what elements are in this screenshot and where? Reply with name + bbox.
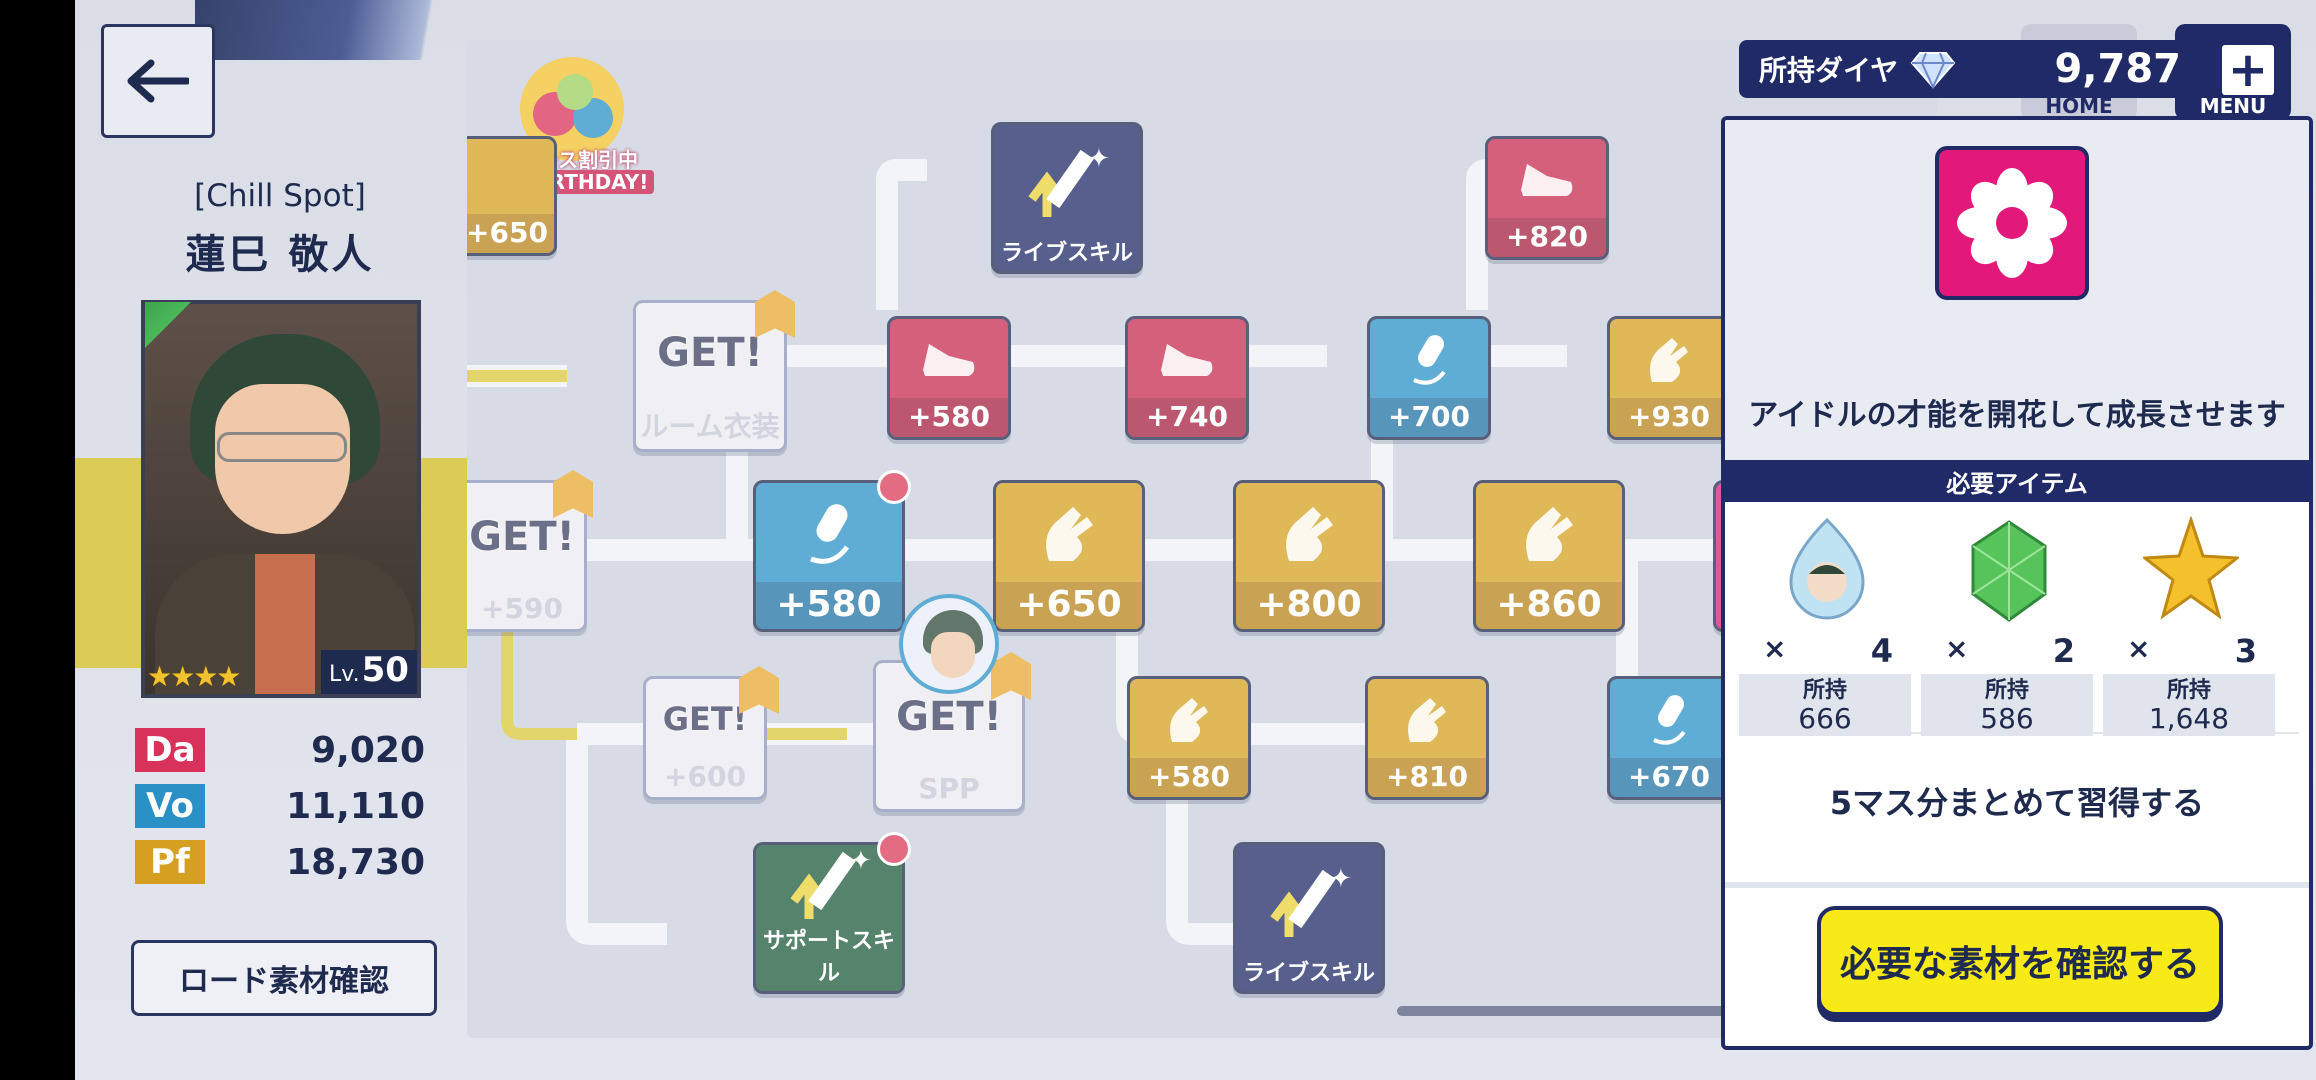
- required-qty: 3: [2234, 632, 2257, 670]
- divider: [1743, 732, 2299, 734]
- board-scrollbar[interactable]: [1397, 1006, 1777, 1016]
- stat-row-da: Da 9,020: [135, 726, 425, 774]
- road-material-button[interactable]: ロード素材確認: [131, 940, 437, 1016]
- skill-up-icon: ✦: [994, 125, 1140, 233]
- idol-name: 蓮巳 敬人: [185, 232, 375, 278]
- stat-tag-vo: Vo: [135, 784, 205, 828]
- shoe-icon: [890, 319, 1008, 398]
- clap-icon: [1236, 483, 1382, 582]
- stat-row-pf: Pf 18,730: [135, 838, 425, 886]
- level-value: 50: [361, 650, 409, 690]
- skill-up-icon: ✦: [756, 845, 902, 921]
- node-red-820[interactable]: +820: [1485, 136, 1609, 260]
- bulk-learn-button[interactable]: 5マス分まとめて習得する: [1829, 784, 2205, 822]
- node-gold-650-top[interactable]: +650: [467, 136, 557, 256]
- rarity-stars-icon: ★★★★: [147, 660, 241, 693]
- node-gold-650[interactable]: +650: [993, 480, 1145, 632]
- diamond-label: 所持ダイヤ: [1759, 54, 1899, 87]
- idol-card-portrait[interactable]: [141, 300, 421, 698]
- back-button[interactable]: [101, 24, 215, 138]
- stat-row-vo: Vo 11,110: [135, 782, 425, 830]
- node-red-580[interactable]: +580: [887, 316, 1011, 440]
- gold-star-piece-icon: [2143, 516, 2239, 620]
- skill-road-board[interactable]: ピース割引中 BIRTHDAY! +650 ✦ ライブスキル +820 GET!…: [467, 40, 1937, 1038]
- diamond-icon: [1910, 52, 1956, 89]
- node-gold-800[interactable]: +800: [1233, 480, 1385, 632]
- microphone-icon: [756, 483, 902, 582]
- stat-value-da: 9,020: [311, 729, 425, 771]
- microphone-icon: [1370, 319, 1488, 398]
- node-gold-810[interactable]: +810: [1365, 676, 1489, 800]
- node-support-skill[interactable]: ✦ サポートスキル: [753, 842, 905, 994]
- svg-text:✦: ✦: [850, 846, 872, 876]
- node-get-room-outfit[interactable]: GET! ルーム衣装: [633, 300, 787, 452]
- node-blue-700[interactable]: +700: [1367, 316, 1491, 440]
- node-description: アイドルの才能を開花して成長させます: [1748, 398, 2286, 433]
- skill-up-icon: ✦: [1236, 845, 1382, 953]
- notification-dot: [877, 832, 911, 866]
- shoe-icon: [1128, 319, 1246, 398]
- divider: [1725, 882, 2309, 888]
- node-gold-580[interactable]: +580: [1127, 676, 1251, 800]
- required-qty: 4: [1870, 632, 1893, 670]
- clap-icon: [1610, 319, 1728, 398]
- birthday-star-icon: [520, 57, 624, 161]
- skill-road-screen: [Chill Spot] 蓮巳 敬人 ★★★★ Lv. 50 Da 9,020 …: [75, 0, 2316, 1080]
- stat-value-pf: 18,730: [286, 841, 425, 883]
- bloom-flower-icon: [1935, 146, 2089, 300]
- microphone-icon: [1610, 679, 1728, 758]
- back-arrow-icon: [127, 59, 189, 103]
- node-live-skill-1[interactable]: ✦ ライブスキル: [991, 122, 1143, 274]
- shoe-icon: [1488, 139, 1606, 218]
- notification-dot: [877, 470, 911, 504]
- clap-icon: [1476, 483, 1622, 582]
- green-gem-piece-icon: [1971, 520, 2047, 622]
- node-gold-860[interactable]: +860: [1473, 480, 1625, 632]
- level-badge: Lv. 50: [321, 650, 417, 694]
- node-blue-670[interactable]: +670: [1607, 676, 1731, 800]
- current-position-avatar: [899, 594, 999, 694]
- node-blue-580[interactable]: +580: [753, 480, 905, 632]
- required-items-header: 必要アイテム: [1725, 460, 2309, 502]
- confirm-materials-button[interactable]: 必要な素材を確認する: [1817, 906, 2223, 1016]
- node-live-skill-2[interactable]: ✦ ライブスキル: [1233, 842, 1385, 994]
- node-get-600[interactable]: GET! +600: [643, 676, 767, 800]
- clap-icon: [1130, 679, 1248, 758]
- add-diamond-button[interactable]: +: [2219, 42, 2277, 98]
- node-red-740[interactable]: +740: [1125, 316, 1249, 440]
- card-unit-title: [Chill Spot]: [194, 178, 366, 214]
- stat-tag-pf: Pf: [135, 840, 205, 884]
- clap-icon: [1368, 679, 1486, 758]
- svg-text:✦: ✦: [1330, 864, 1352, 894]
- diamond-amount: 9,787: [2054, 46, 2181, 92]
- svg-text:✦: ✦: [1088, 144, 1110, 174]
- required-qty: 2: [2052, 632, 2075, 670]
- level-label: Lv.: [329, 662, 360, 687]
- stat-value-vo: 11,110: [286, 785, 425, 827]
- node-gold-930[interactable]: +930: [1607, 316, 1731, 440]
- stat-tag-da: Da: [135, 728, 205, 772]
- clap-icon: [996, 483, 1142, 582]
- pale-blue-drop-piece-icon: [1789, 517, 1865, 620]
- diamond-balance: 所持ダイヤ 9,787: [1739, 40, 2269, 98]
